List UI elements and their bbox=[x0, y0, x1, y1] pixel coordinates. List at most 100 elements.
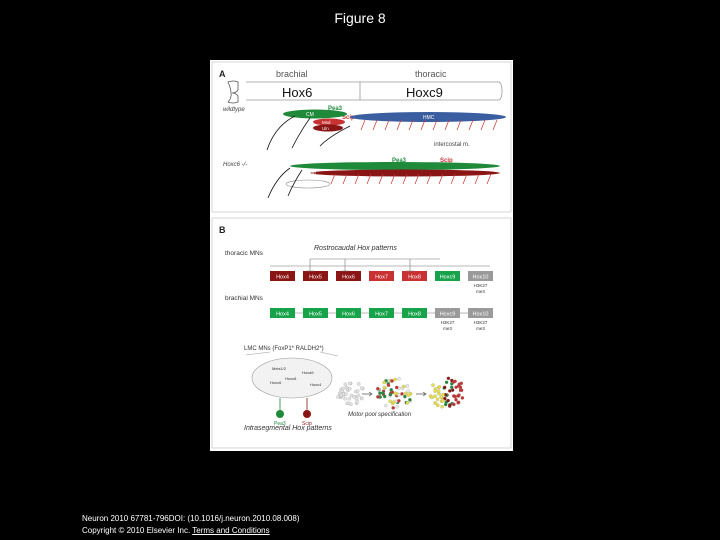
missing-cm-outline bbox=[285, 179, 331, 189]
brachial-gene-box bbox=[468, 308, 493, 318]
motor-neuron-dot bbox=[394, 385, 399, 390]
brachial-gene-box bbox=[402, 308, 427, 318]
hoxc9-label: Hoxc9 bbox=[406, 85, 443, 100]
motor-neuron-dot bbox=[442, 385, 447, 390]
motor-neuron-dot bbox=[404, 391, 408, 396]
motor-neuron-dot bbox=[343, 382, 347, 386]
uln-column bbox=[313, 124, 343, 132]
axon-2 bbox=[291, 117, 311, 149]
motor-neuron-dot bbox=[382, 394, 387, 399]
figure-svg: A brachial thoracic Hox6 Hoxc9 wildtype … bbox=[211, 61, 512, 449]
brachial-mark-label: me3 bbox=[443, 326, 452, 331]
motor-neuron-dot bbox=[397, 393, 401, 397]
motor-neuron-dot bbox=[356, 382, 361, 386]
motor-neuron-dot bbox=[435, 397, 440, 401]
cm-mutant-label: CM bbox=[308, 170, 316, 176]
thoracic-gene-label: Hox8 bbox=[408, 275, 421, 281]
uln-label: Uln bbox=[322, 126, 329, 131]
axon-m2 bbox=[287, 169, 303, 197]
brachial-label: brachial bbox=[276, 69, 308, 79]
motor-neuron-dot bbox=[344, 392, 348, 396]
mn-network-label: Meis1/2 bbox=[272, 366, 287, 371]
thoracic-label: thoracic bbox=[415, 69, 447, 79]
brachial-gene-box bbox=[336, 308, 361, 318]
lmc-network bbox=[251, 357, 333, 399]
motor-neuron-dot bbox=[450, 388, 455, 392]
motor-neuron-dot bbox=[443, 396, 447, 401]
footer: Neuron 2010 67781-796DOI: (10.1016/j.neu… bbox=[82, 513, 300, 537]
motor-neuron-dot bbox=[451, 380, 456, 384]
motor-neuron-dot bbox=[355, 399, 359, 404]
motor-neuron-dot bbox=[395, 405, 399, 409]
terms-link[interactable]: Terms and Conditions bbox=[192, 526, 270, 535]
hmc-column bbox=[350, 112, 506, 122]
citation: Neuron 2010 67781-796DOI: (10.1016/j.neu… bbox=[82, 514, 300, 523]
hmc-label: HMC bbox=[423, 115, 435, 121]
motor-neuron-dot bbox=[402, 384, 406, 389]
motor-neuron-dot bbox=[444, 380, 449, 384]
motor-neuron-dot bbox=[359, 386, 364, 390]
thoracic-gene-box bbox=[270, 271, 295, 281]
brachial-mns-label: brachial MNs bbox=[225, 295, 264, 302]
motor-neuron-dot bbox=[388, 399, 392, 403]
motor-neuron-dot bbox=[448, 403, 452, 407]
intrasegmental-label: Intrasegmental Hox patterns bbox=[244, 425, 332, 432]
sorted-mn-cluster bbox=[428, 376, 465, 409]
motor-neuron-dot bbox=[348, 381, 352, 386]
brachial-gene-label: Hox4 bbox=[276, 312, 289, 318]
brachial-gene-label: Hox5 bbox=[309, 312, 322, 318]
motor-neuron-dot bbox=[341, 386, 345, 391]
brachial-gene-box bbox=[369, 308, 394, 318]
motor-neuron-dot bbox=[452, 402, 456, 407]
motor-neuron-dot bbox=[405, 384, 409, 388]
motor-neuron-dot bbox=[360, 396, 364, 401]
motor-neuron-dot bbox=[439, 395, 443, 399]
thoracic-mark-label: H3K27 bbox=[474, 283, 488, 288]
brachial-gene-box bbox=[435, 308, 460, 318]
thoracic-gene-label: Hox7 bbox=[375, 275, 388, 281]
panel-b-frame bbox=[211, 217, 512, 449]
mutant-column-red bbox=[310, 169, 500, 177]
scip-label: Scip bbox=[342, 115, 355, 121]
thoracic-gene-label: Hox6 bbox=[342, 275, 355, 281]
wildtype-label: wildtype bbox=[223, 107, 245, 113]
brachial-gene-box bbox=[270, 308, 295, 318]
brachial-gene-label: Hox7 bbox=[375, 312, 388, 318]
motor-neuron-dot bbox=[433, 401, 438, 405]
motor-neuron-dot bbox=[393, 391, 397, 396]
motor-neuron-dot bbox=[448, 389, 452, 393]
motor-neuron-dot bbox=[441, 392, 445, 397]
motor-neuron-dot bbox=[452, 394, 456, 398]
axon-m1 bbox=[267, 167, 291, 199]
mn-network-label: Hoxc8 bbox=[285, 376, 297, 381]
motor-neuron-dot bbox=[397, 377, 401, 381]
mn-network-labels: Meis1/2 Hoxc8 Hoxa5 Hoxc6 Hoxc4 bbox=[270, 366, 322, 387]
motor-neuron-dot bbox=[384, 403, 388, 408]
thoracic-gene-label: Hox10 bbox=[473, 275, 489, 281]
motor-neuron-dot bbox=[431, 383, 435, 387]
mutant-column-green bbox=[290, 162, 500, 170]
motor-neuron-dot bbox=[356, 393, 361, 397]
cm-label: CM bbox=[306, 112, 314, 118]
motor-neuron-dot bbox=[376, 395, 380, 399]
motor-neuron-dot bbox=[441, 399, 445, 403]
motor-neuron-dot bbox=[378, 391, 382, 395]
thoracic-mark-label: me3 bbox=[476, 289, 485, 294]
motor-neuron-dot bbox=[386, 383, 391, 387]
lmc-bracket bbox=[245, 351, 339, 357]
hoxc6-mutant-label: Hoxc6 -/- bbox=[223, 162, 247, 168]
motor-neuron-dot bbox=[440, 405, 444, 409]
motor-neuron-dot bbox=[454, 398, 458, 402]
brachial-gene-label: Hox8 bbox=[408, 312, 421, 318]
motor-neuron-dot bbox=[352, 395, 356, 399]
motor-neuron-dot bbox=[393, 377, 397, 382]
motor-neuron-dot bbox=[406, 393, 411, 397]
hox6-label: Hox6 bbox=[282, 85, 312, 100]
intercostal-axons-wt bbox=[360, 119, 498, 131]
motor-neuron-dot bbox=[459, 388, 464, 392]
pea3-label: Pea3 bbox=[328, 106, 343, 112]
mn-network-label: Hoxa5 bbox=[302, 370, 314, 375]
motor-neuron-dot bbox=[400, 392, 404, 396]
scip-neuron-icon bbox=[303, 410, 311, 418]
